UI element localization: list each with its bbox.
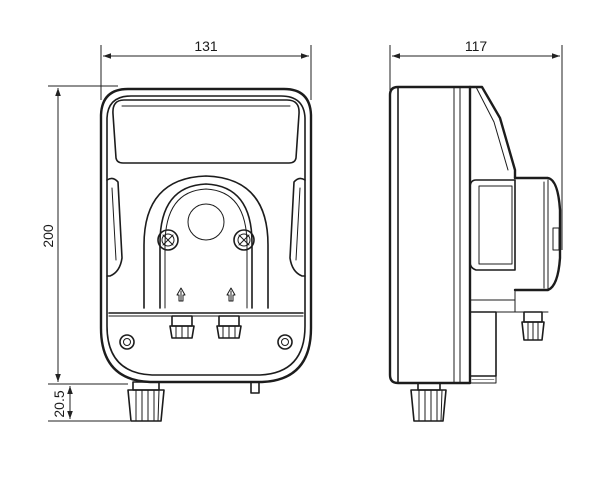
side-fitting <box>521 311 545 341</box>
dimension-front-width: 131 <box>100 38 312 100</box>
dimension-height: 200 <box>40 85 128 385</box>
side-cable-gland <box>410 382 447 422</box>
front-width-label: 131 <box>194 38 218 54</box>
fitting-height-label: 20.5 <box>51 390 67 417</box>
front-fitting-left <box>169 315 195 339</box>
front-cable-gland <box>127 381 165 422</box>
side-depth-label: 117 <box>465 38 488 54</box>
front-fitting-right <box>216 315 242 339</box>
dimension-fitting-height: 20.5 <box>48 386 130 422</box>
dimension-side-depth: 117 <box>389 38 563 250</box>
side-view <box>388 85 562 422</box>
height-label: 200 <box>40 224 56 248</box>
front-view <box>99 87 313 422</box>
